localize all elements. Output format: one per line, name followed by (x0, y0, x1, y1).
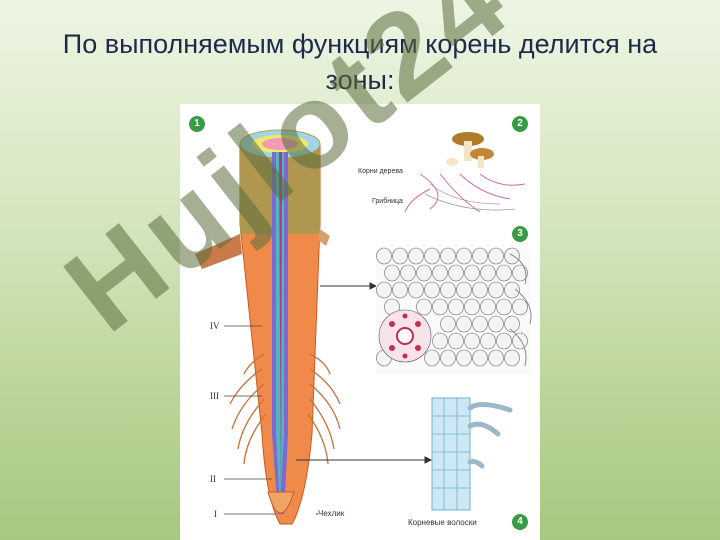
cell (456, 247, 472, 265)
cell (408, 247, 424, 265)
cell (408, 281, 424, 299)
root-hairs-detail (431, 397, 513, 511)
cell (488, 281, 504, 299)
cell (456, 349, 472, 367)
cell (440, 281, 456, 299)
cell (440, 247, 456, 265)
label-mycelium: Грибница (372, 198, 403, 205)
cell (448, 298, 464, 316)
cross-section-detail (376, 247, 532, 374)
badge-3: 3 (512, 226, 528, 242)
lateral-root-left (195, 234, 242, 269)
cell (424, 247, 440, 265)
cell (448, 264, 464, 282)
mycorrhiza-detail (404, 132, 526, 213)
zone-iv-label: IV (210, 321, 220, 331)
root-hairs-zone (229, 353, 341, 465)
cell (480, 264, 496, 282)
cell (504, 247, 520, 265)
cell (480, 298, 496, 316)
root-zones-figure: 1 2 3 4 Корни дерева Грибница IV III II … (180, 104, 540, 540)
cell (384, 264, 400, 282)
cell (496, 264, 512, 282)
cell (472, 247, 488, 265)
cell (432, 332, 448, 350)
cell (448, 332, 464, 350)
zone-i-label: I (214, 509, 217, 519)
cell (376, 247, 392, 265)
cell (456, 281, 472, 299)
cell (472, 315, 488, 333)
cell (400, 264, 416, 282)
cell (504, 281, 520, 299)
cell (440, 315, 456, 333)
cell (488, 315, 504, 333)
cell (504, 349, 520, 367)
cell (488, 349, 504, 367)
cell (472, 349, 488, 367)
badge-1: 1 (189, 116, 205, 132)
cell (456, 315, 472, 333)
root-hairs-label: Корневые волоски (408, 518, 477, 527)
badge-4: 4 (512, 514, 528, 530)
slide-title: По выполняемым функциям корень делится н… (62, 29, 658, 95)
cell (432, 264, 448, 282)
cell (472, 281, 488, 299)
root-cap (267, 491, 295, 514)
cell (440, 349, 456, 367)
cell (464, 332, 480, 350)
cell (480, 332, 496, 350)
cell (464, 298, 480, 316)
zone-iii-label: III (210, 391, 219, 401)
cell (392, 247, 408, 265)
cell (504, 315, 520, 333)
cell (416, 264, 432, 282)
cell (424, 349, 440, 367)
cell (432, 298, 448, 316)
cell (416, 298, 432, 316)
cell (512, 298, 528, 316)
cell (376, 281, 392, 299)
cell (464, 264, 480, 282)
cell (512, 264, 528, 282)
root-illustration (195, 129, 532, 525)
cell (496, 332, 512, 350)
root-cap-label: Чехлик (318, 509, 345, 518)
cell (496, 298, 512, 316)
cell (392, 281, 408, 299)
cell (424, 281, 440, 299)
zone-ii-label: II (210, 474, 216, 484)
badge-2: 2 (512, 116, 528, 132)
cell (512, 332, 528, 350)
cell (488, 247, 504, 265)
label-tree-roots: Корни дерева (358, 168, 403, 175)
